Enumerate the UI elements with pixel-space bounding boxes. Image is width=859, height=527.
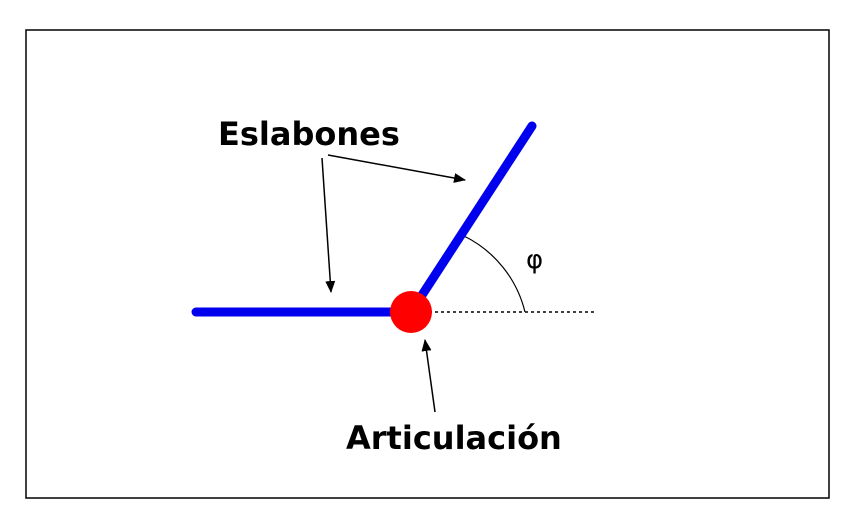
arrow-to-horizontal-link (321, 157, 336, 293)
diagram-frame (25, 29, 830, 499)
joint-circle (390, 291, 432, 333)
joint-label: Articulación (346, 419, 562, 457)
arrow-to-joint (421, 339, 436, 413)
arrow-to-angled-link (327, 154, 466, 183)
links-label: Eslabones (218, 115, 400, 153)
angle-label: φ (526, 245, 543, 275)
angle-arc (463, 235, 526, 313)
link-angled (406, 121, 537, 317)
